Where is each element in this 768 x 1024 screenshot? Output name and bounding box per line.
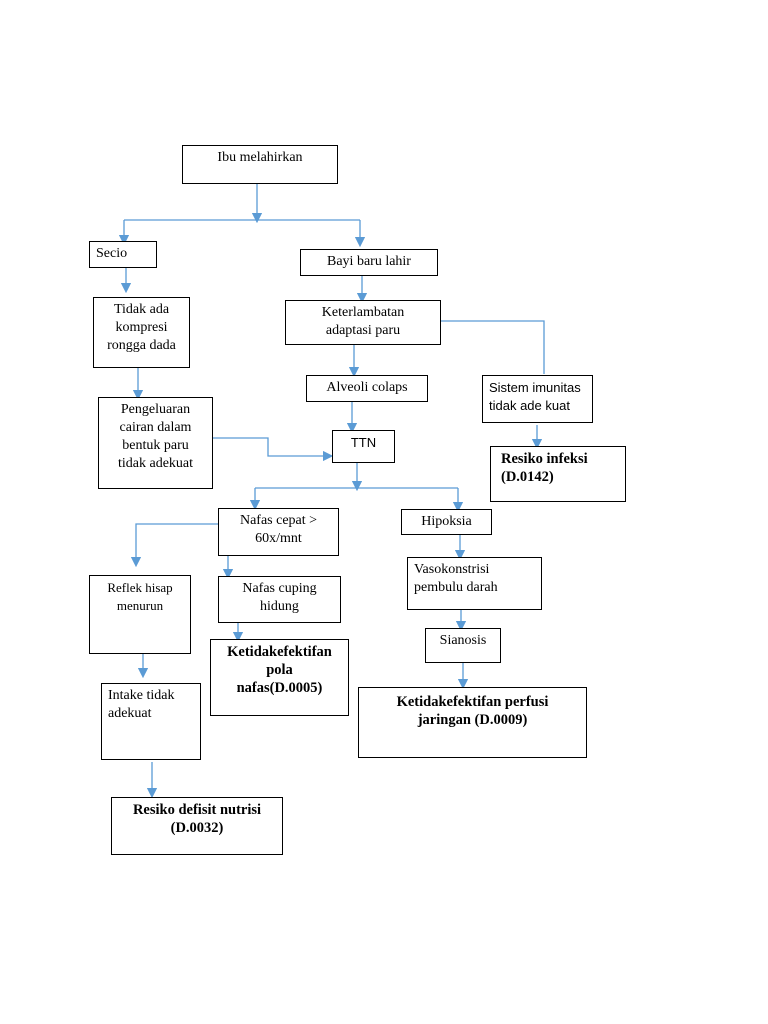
node-sistem-imunitas-label: Sistem imunitas tidak ade kuat [489, 380, 581, 413]
node-ketidakefektifan-perfusi: Ketidakefektifan perfusi jaringan (D.000… [358, 687, 587, 758]
node-ibu-melahirkan: Ibu melahirkan [182, 145, 338, 184]
node-sianosis: Sianosis [425, 628, 501, 663]
node-ibu-melahirkan-label: Ibu melahirkan [217, 150, 303, 165]
node-resiko-infeksi-label: Resiko infeksi (D.0142) [501, 451, 588, 485]
connector-nafas-reflek [130, 523, 218, 568]
node-secio-label: Secio [96, 246, 128, 261]
node-sianosis-label: Sianosis [439, 633, 487, 648]
node-nafas-cepat: Nafas cepat > 60x/mnt [218, 508, 339, 556]
node-resiko-defisit-nutrisi-label: Resiko defisit nutrisi (D.0032) [132, 802, 262, 836]
node-reflek-hisap-label: Reflek hisap menurun [107, 580, 173, 613]
node-ketidakefektifan-pola: Ketidakefektifan pola nafas(D.0005) [210, 639, 349, 716]
node-vasokonstrisi: Vasokonstrisi pembulu darah [407, 557, 542, 610]
node-nafas-cuping-label: Nafas cuping hidung [242, 581, 317, 614]
node-vasokonstrisi-label: Vasokonstrisi pembulu darah [414, 562, 498, 595]
node-alveoli-colaps: Alveoli colaps [306, 375, 428, 402]
node-ketidakefektifan-perfusi-label: Ketidakefektifan perfusi jaringan (D.000… [396, 694, 549, 728]
node-bayi-baru-lahir-label: Bayi baru lahir [327, 254, 411, 269]
node-nafas-cuping: Nafas cuping hidung [218, 576, 341, 623]
node-ttn-label: TTN [350, 435, 377, 450]
node-alveoli-colaps-label: Alveoli colaps [326, 380, 408, 395]
node-hipoksia: Hipoksia [401, 509, 492, 535]
node-tidak-ada-kompresi: Tidak ada kompresi rongga dada [93, 297, 190, 368]
node-hipoksia-label: Hipoksia [421, 514, 472, 529]
node-keterlambatan-label: Keterlambatan adaptasi paru [321, 305, 405, 338]
node-bayi-baru-lahir: Bayi baru lahir [300, 249, 438, 276]
node-reflek-hisap: Reflek hisap menurun [89, 575, 191, 654]
node-sistem-imunitas: Sistem imunitas tidak ade kuat [482, 375, 593, 423]
node-secio: Secio [89, 241, 157, 268]
node-resiko-defisit-nutrisi: Resiko defisit nutrisi (D.0032) [111, 797, 283, 855]
node-intake-tidak-adekuat: Intake tidak adekuat [101, 683, 201, 760]
node-pengeluaran-cairan: Pengeluaran cairan dalam bentuk paru tid… [98, 397, 213, 489]
node-ttn: TTN [332, 430, 395, 463]
node-ketidakefektifan-pola-label: Ketidakefektifan pola nafas(D.0005) [227, 644, 332, 696]
node-pengeluaran-cairan-label: Pengeluaran cairan dalam bentuk paru tid… [117, 402, 194, 471]
node-resiko-infeksi: Resiko infeksi (D.0142) [490, 446, 626, 502]
node-nafas-cepat-label: Nafas cepat > 60x/mnt [239, 513, 318, 546]
node-tidak-ada-kompresi-label: Tidak ada kompresi rongga dada [107, 302, 176, 353]
node-intake-tidak-adekuat-label: Intake tidak adekuat [108, 688, 175, 721]
connector-keterlambatan-imunitas [441, 320, 545, 374]
connector-pengeluaran-ttn [213, 437, 334, 462]
node-keterlambatan: Keterlambatan adaptasi paru [285, 300, 441, 345]
